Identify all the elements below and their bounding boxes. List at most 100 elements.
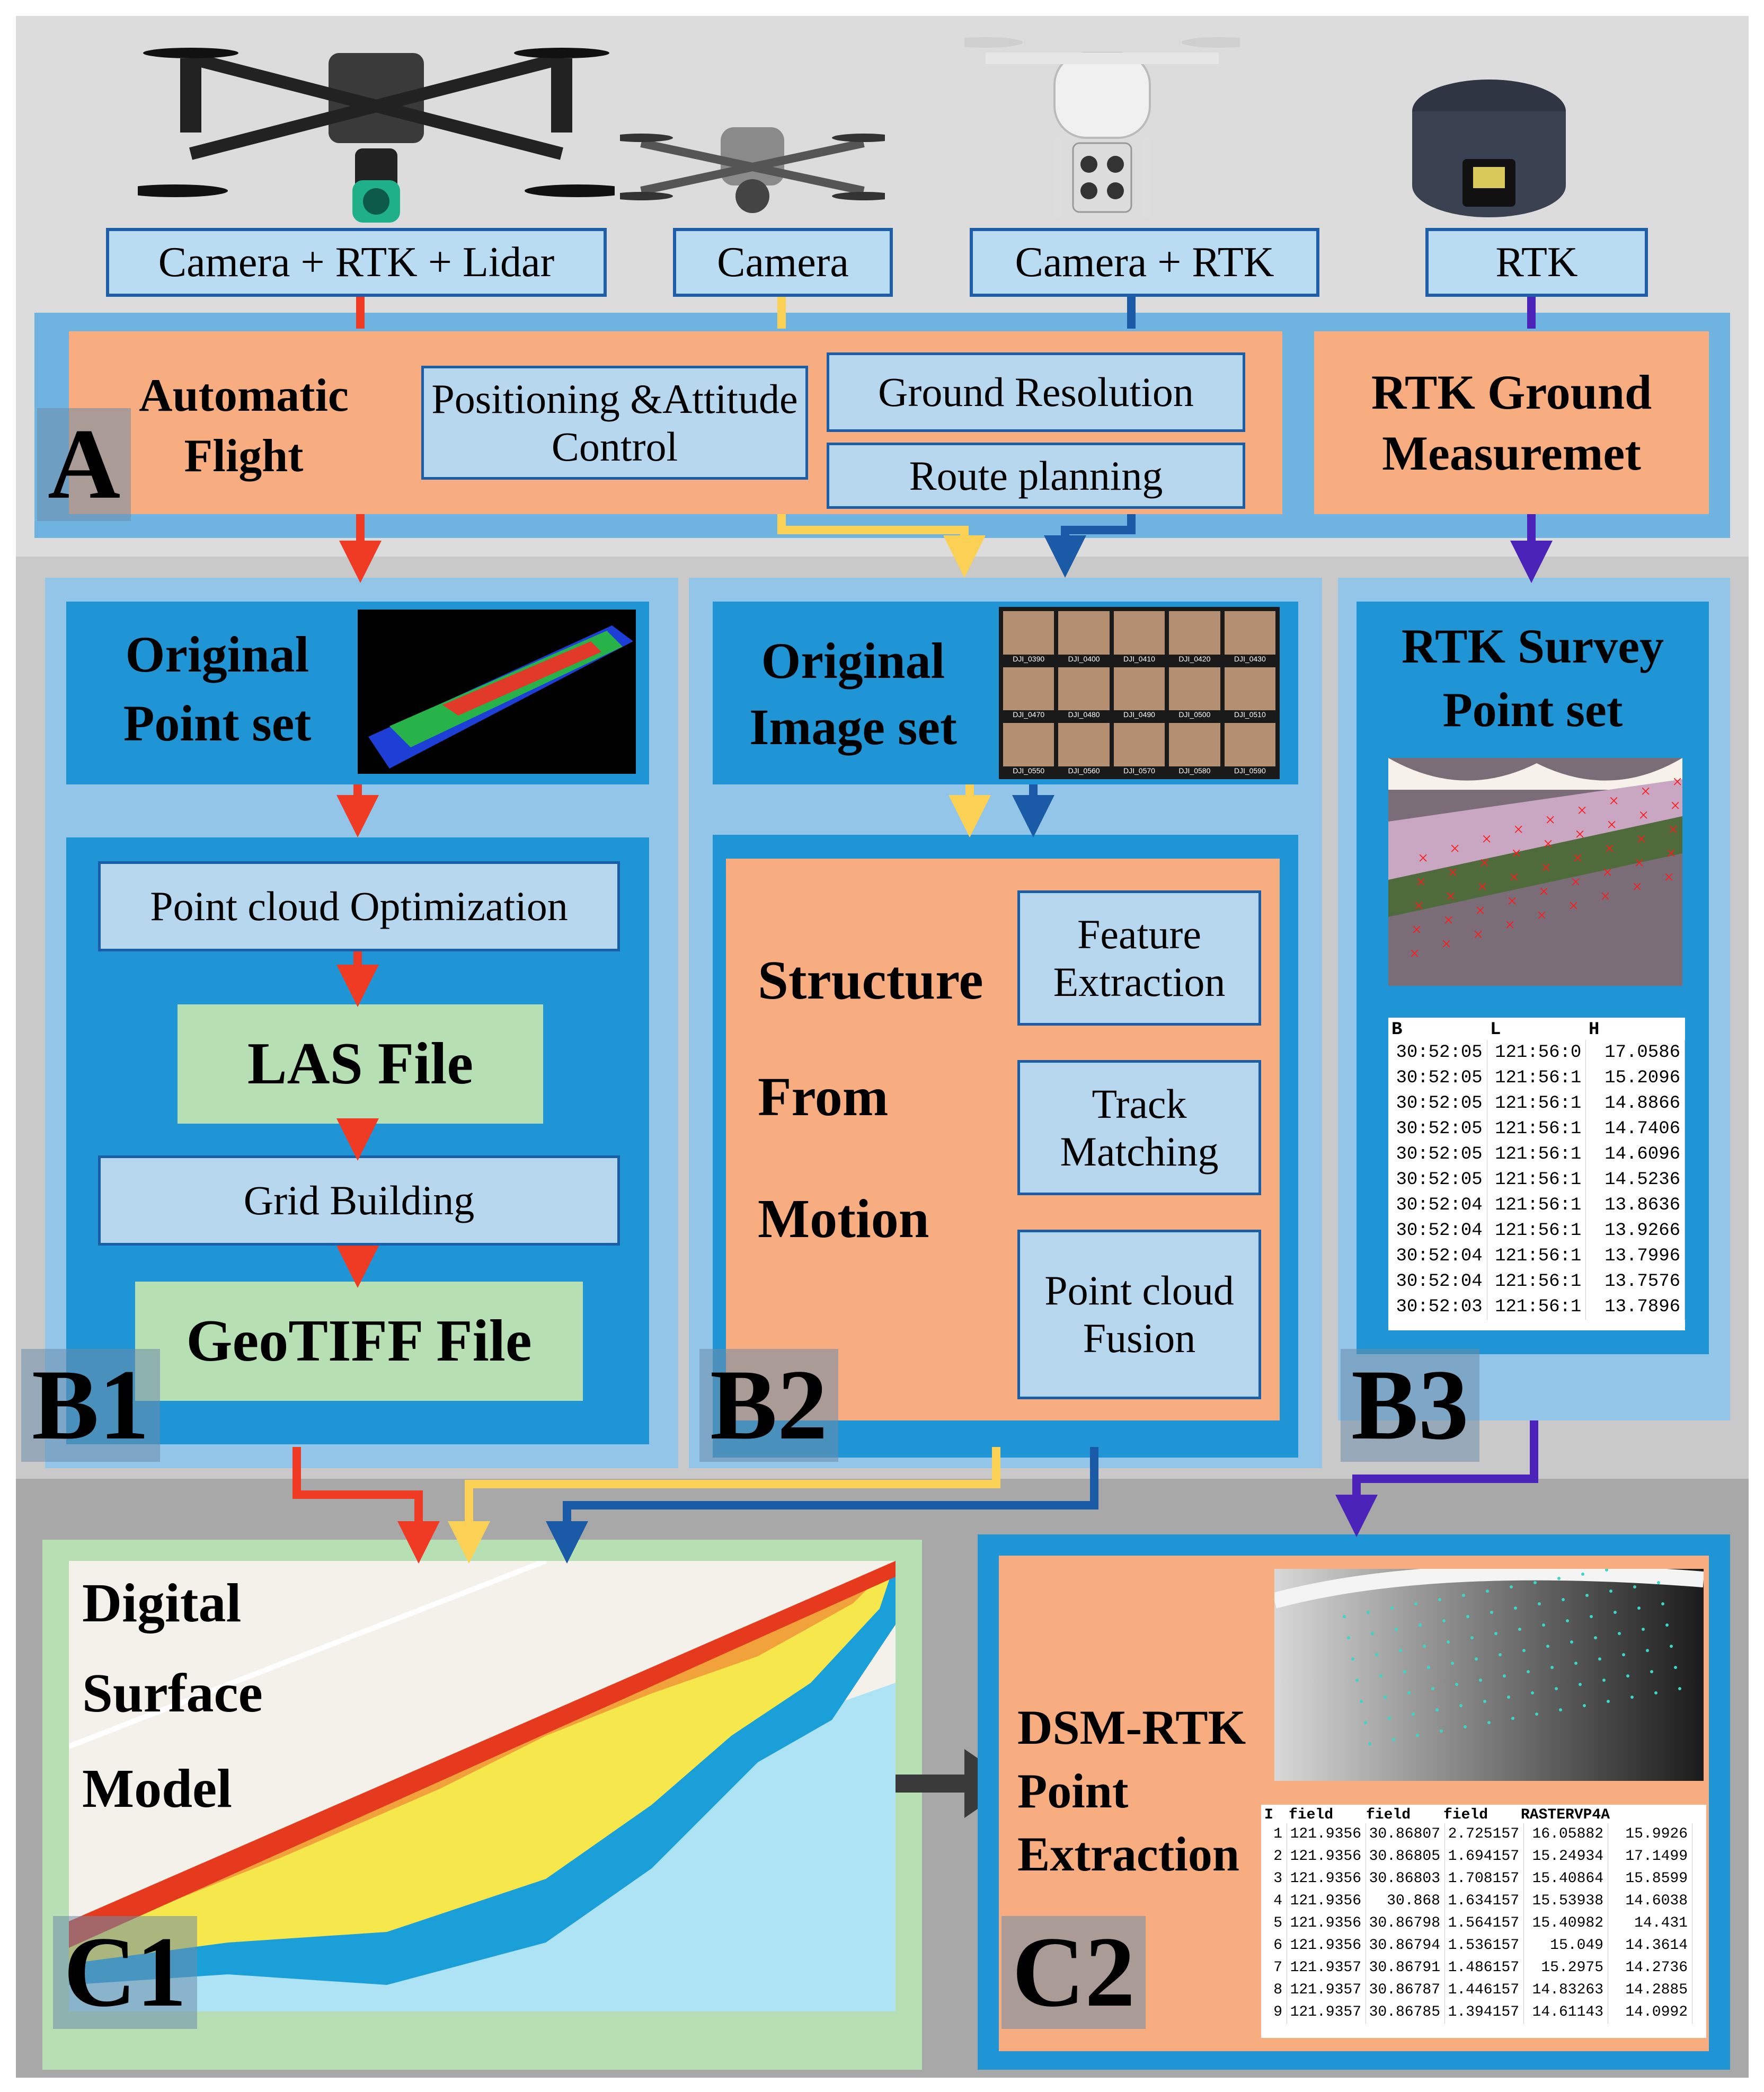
drone-camera-icon	[620, 127, 885, 213]
table-header-cell: field	[1366, 1807, 1411, 1823]
image-thumbnail: DJI_0400	[1058, 611, 1110, 663]
rtk-point-marker: ×	[1441, 934, 1451, 954]
dsm-point	[1557, 1577, 1561, 1580]
table-cell: 4	[1261, 1890, 1287, 1912]
image-thumbnail-label: DJI_0570	[1113, 766, 1165, 775]
table-cell: 15.40864	[1524, 1868, 1608, 1890]
table-cell: 30.86798	[1366, 1912, 1445, 1935]
dsm-point	[1574, 1662, 1577, 1665]
table-cell: 1.564157	[1445, 1912, 1524, 1935]
dsm-point	[1384, 1696, 1387, 1699]
table-cell: 14.2885	[1608, 1979, 1692, 2001]
dsm-point	[1570, 1640, 1573, 1644]
dsm-point	[1614, 1611, 1617, 1614]
dsm-point	[1550, 1666, 1554, 1669]
rtk-point-marker: ×	[1511, 844, 1521, 863]
dsm-point	[1583, 1704, 1586, 1707]
rtk-point-marker: ×	[1666, 844, 1676, 863]
rtk-ground-box: RTK Ground Measuremet	[1314, 331, 1709, 514]
image-thumbnail: DJI_0560	[1058, 723, 1110, 775]
rtk-point-marker: ×	[1609, 791, 1619, 811]
rtk-point-marker: ×	[1568, 896, 1579, 916]
rtk-point-marker: ×	[1573, 849, 1583, 868]
las-file-box: LAS File	[178, 1004, 543, 1124]
table-cell: 3	[1261, 1868, 1287, 1890]
dsm-point	[1670, 1645, 1673, 1648]
table-cell: 8	[1261, 1979, 1287, 2001]
table-cell: 1.486157	[1445, 1957, 1524, 1979]
rtk-point-marker: ×	[1443, 911, 1453, 930]
dsm-point	[1355, 1679, 1359, 1682]
section-c2-letter: C2	[1001, 1916, 1146, 2029]
table-cell: 13.9266	[1586, 1218, 1686, 1243]
rtk-point-marker: ×	[1475, 901, 1485, 921]
image-thumbnail-label: DJI_0580	[1169, 766, 1220, 775]
dsm-point	[1566, 1619, 1569, 1622]
section-b3-letter: B3	[1341, 1349, 1479, 1462]
rtk-receiver-icon	[1412, 80, 1566, 217]
feature-extraction-box: Feature Extraction	[1017, 890, 1261, 1026]
image-thumbnail-label: DJI_0590	[1224, 766, 1275, 775]
dsm-point	[1479, 1679, 1482, 1682]
rtk-point-marker: ×	[1545, 810, 1555, 830]
dsm-point	[1390, 1606, 1394, 1610]
dsm-point	[1440, 1729, 1443, 1733]
table-cell: 121.9357	[1287, 1979, 1366, 2001]
table-cell: 121:56:1	[1487, 1142, 1586, 1167]
dsm-point	[1542, 1623, 1545, 1627]
table-cell: 16.05882	[1524, 1823, 1608, 1846]
rtk-point-marker: ×	[1450, 839, 1460, 859]
table-cell: 14.83263	[1524, 1979, 1608, 2001]
table-cell: 15.9926	[1608, 1823, 1692, 1846]
dsm-point	[1674, 1666, 1677, 1669]
ground-resolution-box: Ground Resolution	[827, 352, 1245, 432]
rtk-point-marker: ×	[1638, 806, 1648, 825]
table-cell: 1.394157	[1445, 2001, 1524, 2024]
dsm-point	[1678, 1687, 1681, 1690]
table-cell: 121.9357	[1287, 1957, 1366, 1979]
table-cell: 30:52:05	[1388, 1091, 1487, 1116]
table-cell: 30:52:05	[1388, 1116, 1487, 1142]
image-thumbnail-label: DJI_0560	[1058, 766, 1110, 775]
rtk-point-marker: ×	[1477, 877, 1487, 897]
rtk-point-marker: ×	[1605, 839, 1615, 859]
table-cell: 13.7996	[1586, 1243, 1686, 1269]
section-c1-letter: C1	[53, 1916, 198, 2029]
dsm-point	[1642, 1628, 1645, 1631]
dsm-point	[1419, 1623, 1422, 1627]
dsm-point	[1442, 1619, 1446, 1622]
b2-title: Original Image set	[749, 632, 957, 755]
rtk-point-marker: ×	[1636, 829, 1646, 849]
geotiff-file-box: GeoTIFF File	[135, 1282, 583, 1401]
rtk-point-marker: ×	[1602, 863, 1612, 882]
point-cloud-thumbnail	[358, 610, 636, 774]
table-cell: 30:52:04	[1388, 1269, 1487, 1294]
point-cloud-optimization-box: Point cloud Optimization	[98, 861, 620, 951]
dsm-point	[1531, 1691, 1534, 1694]
table-cell: 14.3614	[1608, 1935, 1692, 1957]
rtk-point-marker: ×	[1416, 872, 1426, 892]
dsm-point	[1407, 1691, 1411, 1694]
table-cell: 15.2096	[1586, 1065, 1686, 1091]
dsm-point	[1368, 1742, 1371, 1745]
dsm-point	[1462, 1594, 1465, 1597]
image-thumbnail-label: DJI_0390	[1003, 654, 1054, 663]
rtk-point-marker: ×	[1668, 820, 1678, 840]
table-cell: 1.634157	[1445, 1890, 1524, 1912]
rtk-point-marker: ×	[1670, 796, 1680, 816]
table-cell: 1.536157	[1445, 1935, 1524, 1957]
dsm-point	[1483, 1700, 1486, 1703]
dsm-point	[1459, 1704, 1462, 1707]
rtk-point-marker: ×	[1509, 868, 1519, 887]
table-cell: 14.6038	[1608, 1890, 1692, 1912]
table-header-cell: I	[1264, 1807, 1273, 1823]
table-cell: 2.725157	[1445, 1823, 1524, 1846]
